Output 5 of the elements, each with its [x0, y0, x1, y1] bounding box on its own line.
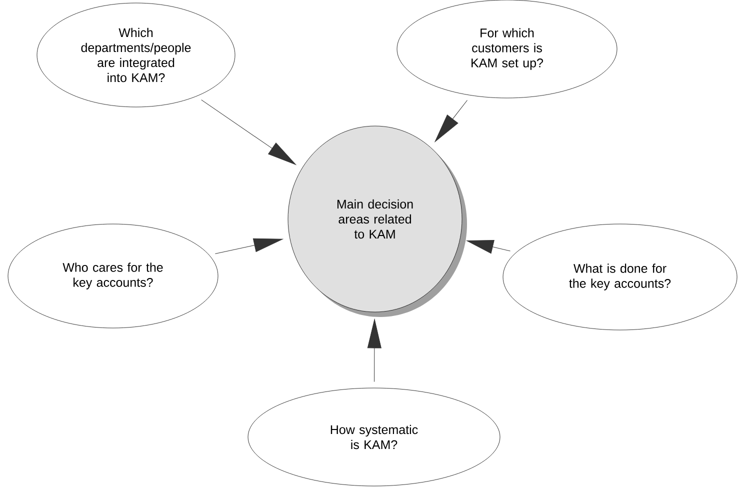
- wedge-arrow: [214, 238, 283, 254]
- wedge-arrow: [434, 100, 468, 142]
- wedge-arrow: [367, 319, 382, 382]
- wedge-arrow: [466, 240, 510, 254]
- wedge-arrow: [201, 100, 296, 165]
